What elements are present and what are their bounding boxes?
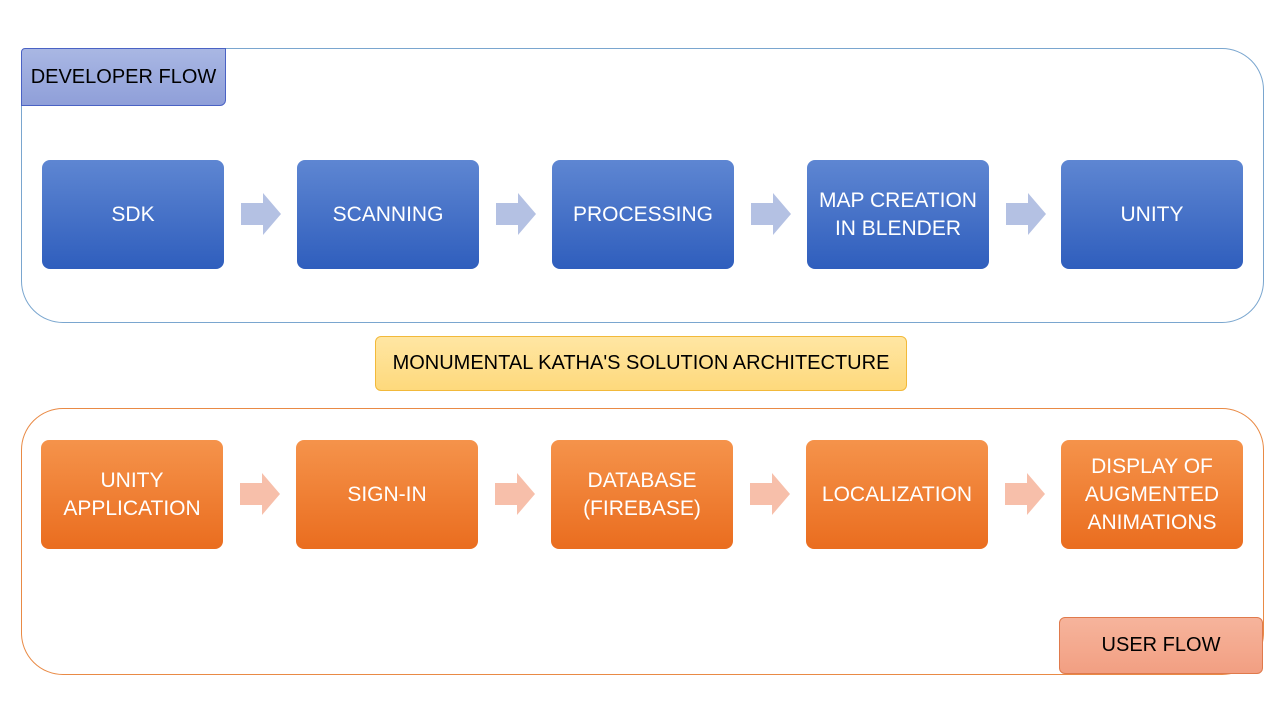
user-arrow-3-icon: [750, 473, 790, 515]
dev-arrow-3-icon: [751, 193, 791, 235]
dev-step-processing: PROCESSING: [552, 160, 734, 269]
dev-step-unity: UNITY: [1061, 160, 1243, 269]
user-step-sign-in: SIGN-IN: [296, 440, 478, 549]
developer-flow-label: DEVELOPER FLOW: [21, 48, 226, 106]
dev-arrow-4-icon: [1006, 193, 1046, 235]
user-step-unity-application: UNITY APPLICATION: [41, 440, 223, 549]
dev-step-sdk: SDK: [42, 160, 224, 269]
dev-arrow-1-icon: [241, 193, 281, 235]
user-arrow-4-icon: [1005, 473, 1045, 515]
user-arrow-1-icon: [240, 473, 280, 515]
diagram-title: MONUMENTAL KATHA'S SOLUTION ARCHITECTURE: [375, 336, 907, 391]
dev-step-map-creation: MAP CREATION IN BLENDER: [807, 160, 989, 269]
user-step-database: DATABASE (FIREBASE): [551, 440, 733, 549]
user-flow-label: USER FLOW: [1059, 617, 1263, 674]
user-step-display-animations: DISPLAY OF AUGMENTED ANIMATIONS: [1061, 440, 1243, 549]
user-step-localization: LOCALIZATION: [806, 440, 988, 549]
user-arrow-2-icon: [495, 473, 535, 515]
dev-arrow-2-icon: [496, 193, 536, 235]
dev-step-scanning: SCANNING: [297, 160, 479, 269]
